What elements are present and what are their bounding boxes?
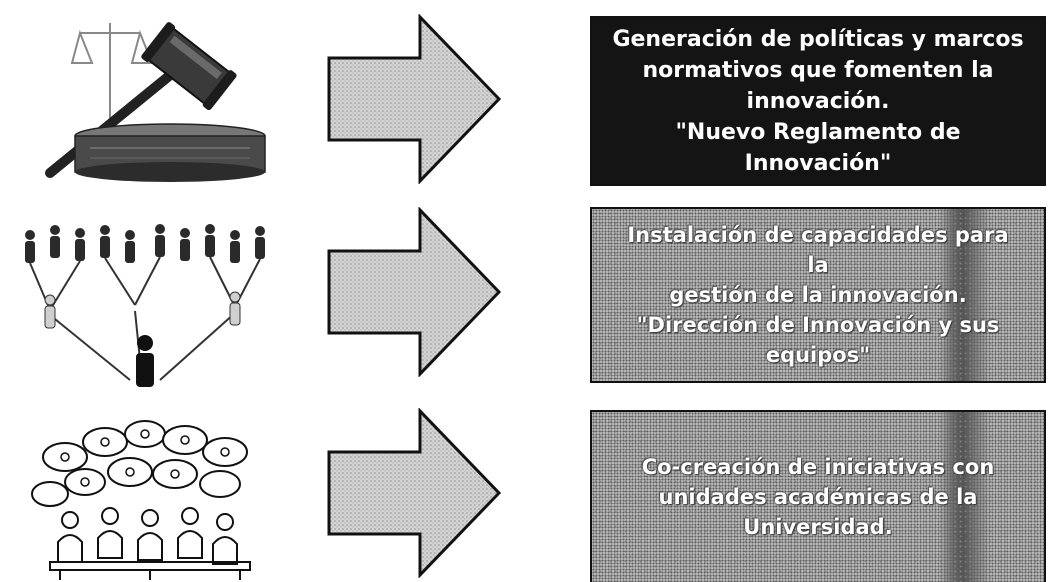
capabilities-box: Instalación de capacidades para la gesti… (590, 207, 1046, 383)
gavel-illustration (45, 22, 266, 182)
row-regulation: Generación de políticas y marcos normati… (0, 0, 1050, 195)
box-line: innovación. (746, 88, 890, 114)
idea-glyphs (60, 429, 230, 487)
sound-block (74, 123, 266, 182)
box-line: gestión de la innovación. (669, 283, 967, 307)
co-creation-box: Co-creación de iniciativas con unidades … (590, 410, 1046, 582)
speech-bubbles-icon (31, 420, 248, 507)
people-network-illustration (25, 224, 265, 387)
right-arrow-icon (327, 207, 502, 377)
right-arrow-icon (327, 14, 502, 184)
box-line: unidades académicas de la (658, 485, 978, 509)
box-line: Universidad. (743, 515, 893, 539)
leader-person-icon (136, 335, 154, 387)
row-co-creation: Co-creación de iniciativas con unidades … (0, 400, 1050, 582)
box-line: "Nuevo Reglamento de Innovación" (675, 119, 961, 176)
right-arrow-icon (327, 408, 502, 578)
row-capabilities: Instalación de capacidades para la gesti… (0, 195, 1050, 395)
network-lines (29, 256, 261, 381)
box-line: normativos que fomenten la (642, 57, 994, 83)
gavel-head (141, 22, 237, 111)
box-line: Instalación de capacidades para la (627, 223, 1009, 277)
scale-icon (70, 23, 154, 128)
people-outline-icon (44, 291, 241, 329)
box-line: Co-creación de iniciativas con (641, 455, 995, 479)
gavel-handle (45, 58, 190, 178)
box-line: "Dirección de Innovación y sus (636, 313, 1000, 337)
brainstorm-illustration (31, 420, 251, 580)
policy-framework-box: Generación de políticas y marcos normati… (590, 16, 1046, 186)
box-line: equipos" (765, 343, 871, 367)
box-line: Generación de políticas y marcos (612, 26, 1024, 52)
seated-people-icon (49, 507, 251, 580)
people-group-icon (25, 224, 265, 263)
